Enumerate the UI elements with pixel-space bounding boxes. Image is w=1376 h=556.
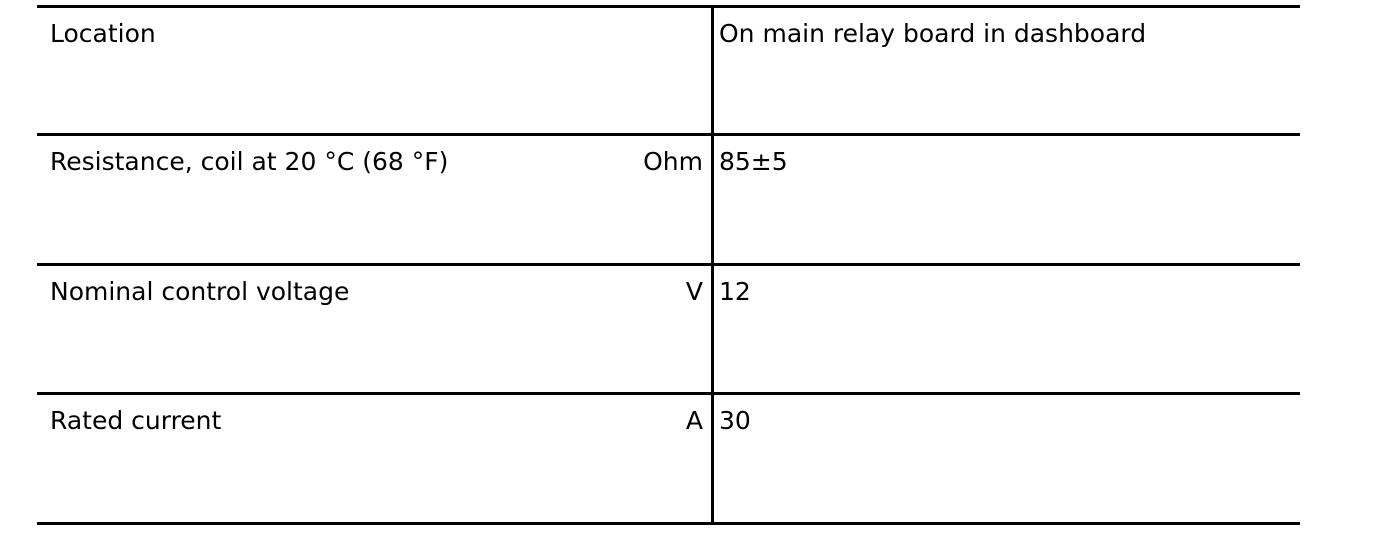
table-row: Nominal control voltage V 12 (37, 263, 1300, 392)
table-row: Rated current A 30 (37, 392, 1300, 522)
table-rule-3 (37, 392, 1300, 395)
table-rule-2 (37, 263, 1300, 266)
row-unit: V (685, 277, 703, 306)
row-value: 12 (719, 277, 751, 306)
row-label: Rated current (50, 406, 222, 435)
row-unit: Ohm (643, 147, 703, 176)
table-rule-top (37, 5, 1300, 8)
row-label: Nominal control voltage (50, 277, 350, 306)
row-value: 85±5 (719, 147, 788, 176)
table-row: Location On main relay board in dashboar… (37, 5, 1300, 133)
row-value: On main relay board in dashboard (719, 19, 1147, 48)
row-value: 30 (719, 406, 751, 435)
row-label: Resistance, coil at 20 °C (68 °F) (50, 147, 449, 176)
row-unit: A (685, 406, 703, 435)
specification-table: Location On main relay board in dashboar… (37, 5, 1300, 525)
table-row: Resistance, coil at 20 °C (68 °F) Ohm 85… (37, 133, 1300, 263)
table-column-divider (711, 5, 714, 524)
row-label: Location (50, 19, 156, 48)
table-rule-bottom (37, 522, 1300, 525)
table-rule-1 (37, 133, 1300, 136)
